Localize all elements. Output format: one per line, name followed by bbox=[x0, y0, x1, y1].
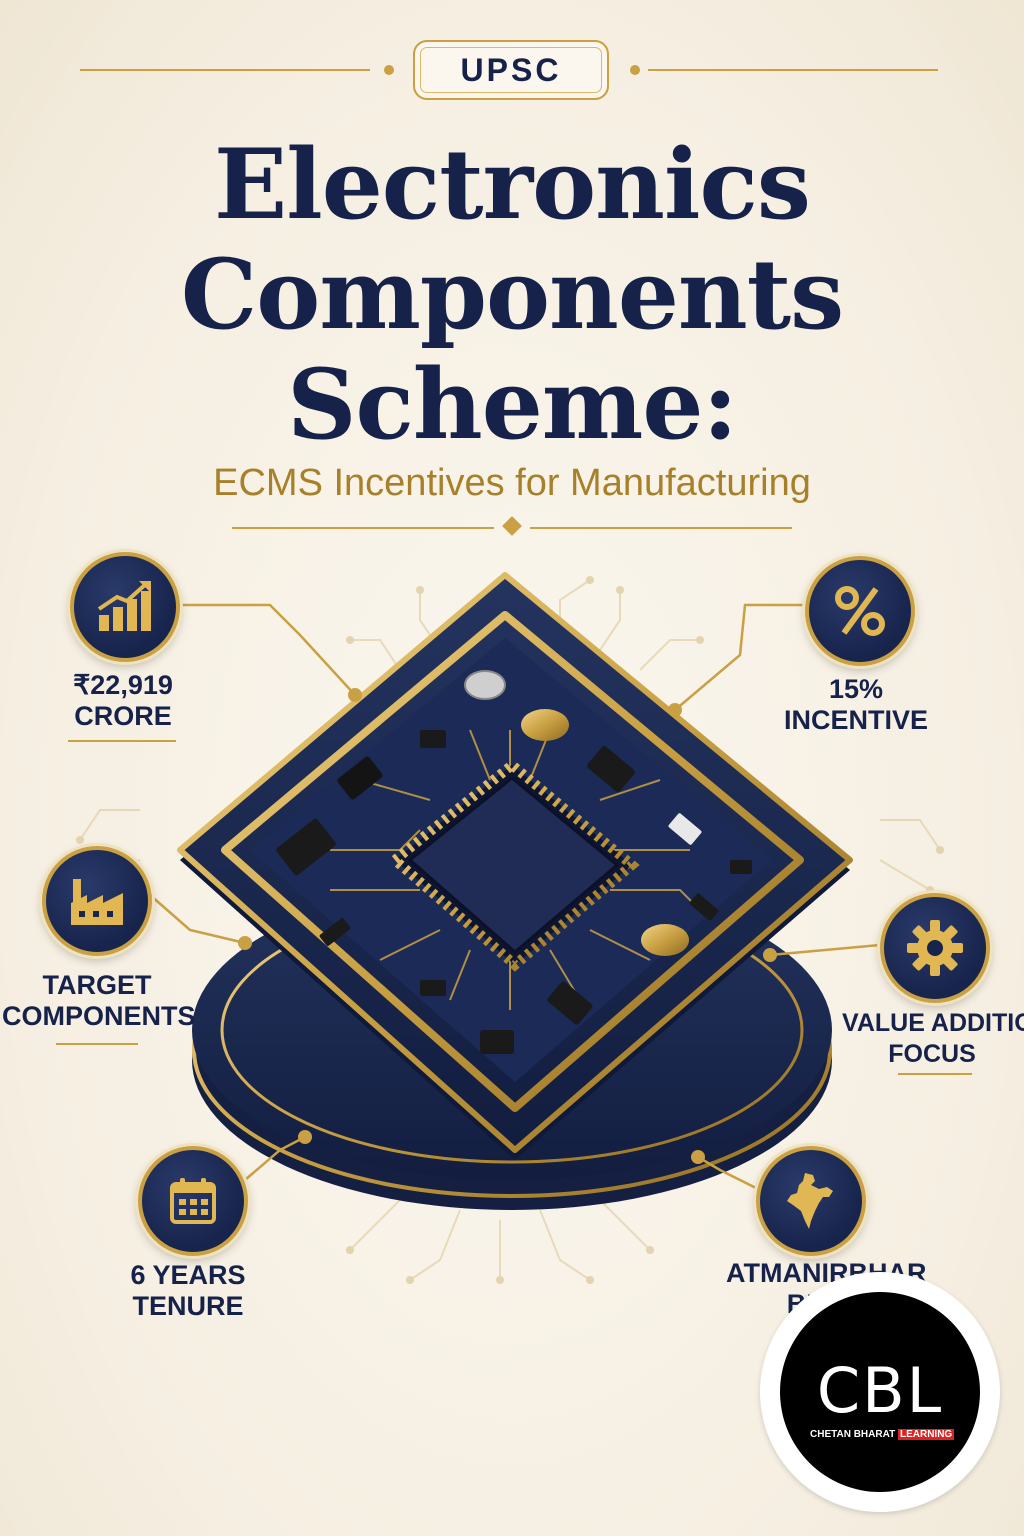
cbl-logo-letters: CBL bbox=[816, 1354, 944, 1427]
divider-right bbox=[530, 527, 792, 529]
target-label: TARGET COMPONENTS bbox=[2, 970, 196, 1031]
gear-icon bbox=[880, 893, 990, 1003]
bar-chart-growth-icon bbox=[70, 552, 180, 662]
chip-illustration bbox=[76, 572, 944, 1284]
outlay-rule bbox=[68, 740, 176, 742]
divider-left bbox=[232, 527, 494, 529]
cbl-logo: CBL CHETAN BHARAT LEARNING bbox=[760, 1272, 1000, 1512]
title-line-3: Scheme: bbox=[287, 348, 738, 461]
tenure-label: 6 YEARS TENURE bbox=[130, 1260, 246, 1321]
badge-dot-right bbox=[630, 65, 640, 75]
badge-rule-right bbox=[648, 69, 938, 71]
title-line-1: Electronics bbox=[214, 128, 811, 241]
outlay-label: ₹22,919 CRORE bbox=[73, 670, 173, 731]
subtitle: ECMS Incentives for Manufacturing bbox=[213, 462, 811, 504]
target-rule bbox=[56, 1043, 138, 1045]
value-label: VALUE ADDITION FOCUS bbox=[842, 1009, 1024, 1068]
incentive-label: 15% INCENTIVE bbox=[783, 674, 929, 735]
value-rule bbox=[898, 1073, 972, 1075]
cbl-logo-disc: CBL CHETAN BHARAT LEARNING bbox=[780, 1292, 980, 1492]
badge-dot-left bbox=[384, 65, 394, 75]
header-badge-row: UPSC bbox=[0, 40, 1024, 100]
india-map-icon bbox=[756, 1146, 866, 1256]
upsc-badge: UPSC bbox=[413, 40, 609, 100]
calendar-icon bbox=[138, 1146, 248, 1256]
cbl-logo-tagline: CHETAN BHARAT LEARNING bbox=[810, 1429, 955, 1440]
badge-rule-left bbox=[80, 69, 370, 71]
factory-icon bbox=[42, 846, 152, 956]
divider-diamond bbox=[502, 516, 522, 536]
percent-icon bbox=[805, 556, 915, 666]
title-line-2: Components bbox=[180, 238, 844, 351]
